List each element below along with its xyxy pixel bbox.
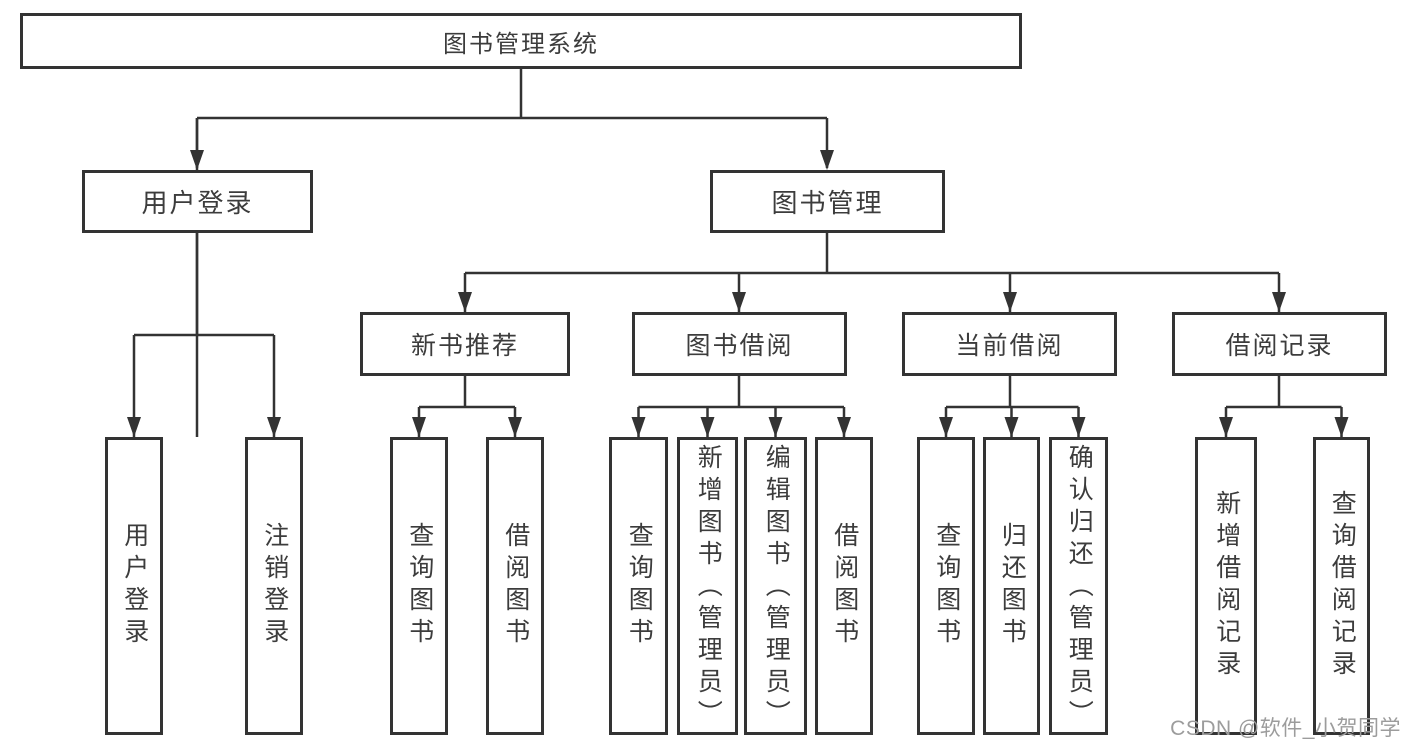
node-borrow-records: 借阅记录	[1172, 312, 1387, 376]
arrowhead	[1219, 417, 1233, 437]
node-new-book-recommend: 新书推荐	[360, 312, 570, 376]
arrowhead	[190, 150, 204, 170]
arrowhead	[820, 150, 834, 170]
leaf-add-book-admin: 新增图书（管理员）	[677, 437, 738, 735]
arrowhead	[837, 417, 851, 437]
node-user-login: 用户登录	[82, 170, 313, 233]
arrowhead	[127, 417, 141, 437]
connector-login-to-leaves	[132, 233, 276, 437]
node-book-borrow: 图书借阅	[632, 312, 847, 376]
leaf-confirm-return-admin: 确认归还（管理员）	[1049, 437, 1108, 735]
connector-records-to-leaves	[1224, 376, 1343, 437]
connector-root-to-level2	[195, 69, 829, 437]
arrowhead	[1334, 417, 1349, 437]
connector-borrow-to-leaves	[637, 376, 846, 437]
leaf-borrow-books-recommend: 借阅图书	[486, 437, 544, 735]
arrowhead	[1004, 417, 1019, 437]
node-library-management-system: 图书管理系统	[20, 13, 1022, 69]
connector-recommend-to-leaves	[417, 376, 517, 437]
arrowhead	[1272, 292, 1286, 312]
connector-bookmgmt-to-level3	[463, 233, 1281, 312]
arrowhead	[768, 417, 783, 437]
arrowhead	[412, 417, 426, 437]
arrowhead	[267, 417, 281, 437]
arrowhead	[458, 292, 472, 312]
leaf-query-books-recommend: 查询图书	[390, 437, 448, 735]
leaf-query-books-borrow: 查询图书	[609, 437, 668, 735]
leaf-logout: 注销登录	[245, 437, 303, 735]
leaf-query-borrow-record: 查询借阅记录	[1313, 437, 1370, 735]
leaf-add-borrow-record: 新增借阅记录	[1195, 437, 1257, 735]
leaf-return-book: 归还图书	[983, 437, 1040, 735]
leaf-edit-book-admin: 编辑图书（管理员）	[744, 437, 807, 735]
leaf-query-books-current: 查询图书	[917, 437, 975, 735]
arrowhead	[1003, 292, 1017, 312]
leaf-borrow-books: 借阅图书	[815, 437, 873, 735]
arrowhead	[508, 417, 522, 437]
csdn-watermark: CSDN @软件_小贺同学	[1170, 717, 1401, 740]
arrowhead	[732, 292, 746, 312]
arrowhead	[631, 417, 646, 437]
leaf-user-login: 用户登录	[105, 437, 163, 735]
arrowhead	[700, 417, 715, 437]
node-current-borrow: 当前借阅	[902, 312, 1117, 376]
node-book-management: 图书管理	[710, 170, 945, 233]
arrowhead	[1071, 417, 1086, 437]
arrowhead	[939, 417, 953, 437]
